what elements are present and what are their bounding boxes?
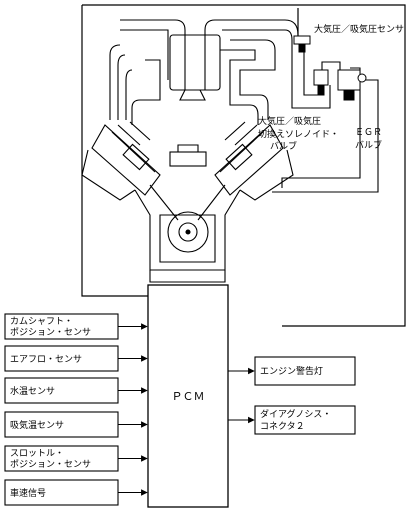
output-box-label: エンジン警告灯 bbox=[260, 365, 323, 377]
vacuum-lines bbox=[272, 52, 379, 193]
input-box: エアフロ・センサ bbox=[4, 345, 148, 372]
wiring-frame bbox=[81, 4, 406, 327]
input-box-label: スロットル・ bbox=[10, 449, 64, 459]
input-box-label: 吸気温センサ bbox=[10, 419, 64, 431]
input-boxes: カムシャフト・ポジション・センサエアフロ・センサ水温センサ吸気温センサスロットル… bbox=[4, 313, 148, 506]
solenoid-label-2: 切換えソレノイド・ bbox=[258, 128, 339, 140]
input-box-label: カムシャフト・ bbox=[10, 316, 73, 327]
output-box-label: コネクタ２ bbox=[260, 421, 305, 432]
input-box: 車速信号 bbox=[4, 479, 148, 506]
solenoid-label-1: 大気圧／吸気圧 bbox=[258, 115, 321, 127]
pcm-label: ＰＣＭ bbox=[172, 390, 205, 403]
component-labels: 大気圧／吸気圧センサ 大気圧／吸気圧 切換えソレノイド・ バルブ ＥＧＲ バルブ bbox=[258, 23, 404, 152]
output-box: エンジン警告灯 bbox=[228, 356, 356, 386]
input-box-label: 水温センサ bbox=[10, 385, 55, 397]
pcm-unit: ＰＣＭ bbox=[147, 284, 229, 508]
baro-sensor-label: 大気圧／吸気圧センサ bbox=[314, 23, 404, 35]
input-box-label: ポジション・センサ bbox=[10, 459, 91, 470]
input-box: 水温センサ bbox=[4, 377, 148, 404]
baro-sensor-body bbox=[293, 35, 311, 53]
solenoid-label-3: バルブ bbox=[270, 140, 297, 152]
output-box: ダイアグノシス・コネクタ２ bbox=[228, 405, 356, 435]
egr-valve-body bbox=[337, 69, 367, 101]
input-box-label: ポジション・センサ bbox=[10, 327, 91, 338]
output-box-label: ダイアグノシス・ bbox=[260, 408, 331, 420]
egr-label-1: ＥＧＲ bbox=[355, 128, 382, 138]
egr-label-2: バルブ bbox=[355, 139, 382, 151]
solenoid-valve-body bbox=[313, 69, 329, 96]
input-box: 吸気温センサ bbox=[4, 411, 148, 438]
input-box: カムシャフト・ポジション・センサ bbox=[4, 313, 148, 340]
input-box-label: 車速信号 bbox=[10, 487, 46, 499]
engine-illustration bbox=[81, 19, 299, 283]
input-box-label: エアフロ・センサ bbox=[10, 354, 82, 365]
input-box: スロットル・ポジション・センサ bbox=[4, 445, 148, 472]
